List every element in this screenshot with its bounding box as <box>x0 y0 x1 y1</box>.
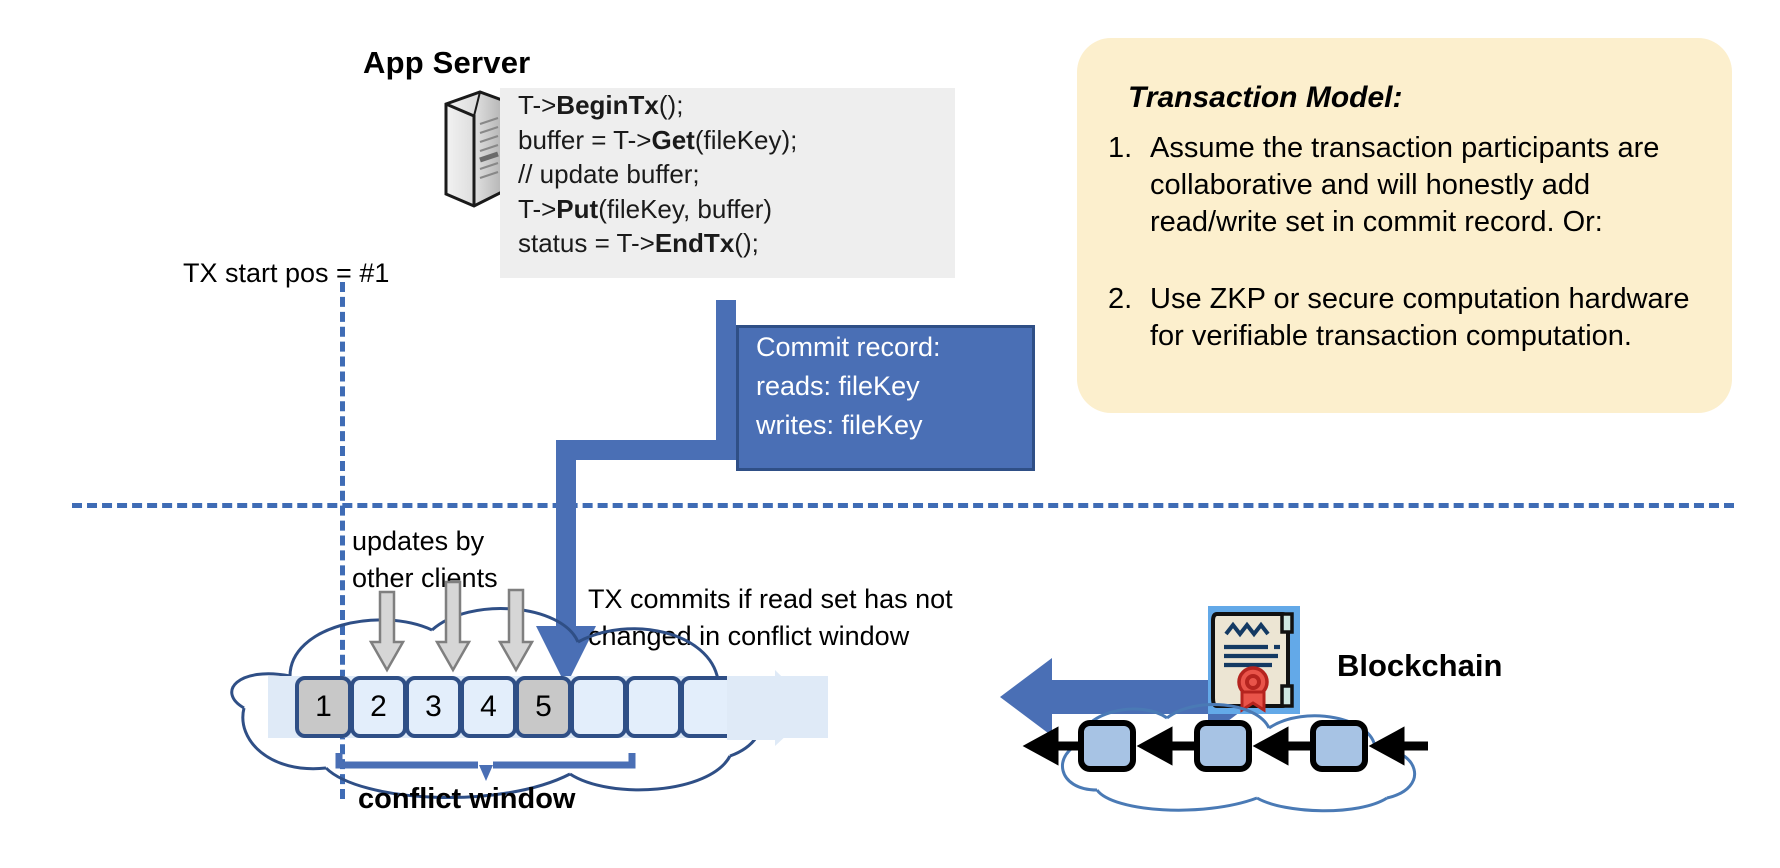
blockchain-link-arrows <box>1022 726 1428 766</box>
tx-commits-line2: changed in conflict window <box>588 621 910 651</box>
log-cell-5[interactable]: 5 <box>515 676 572 738</box>
conflict-window-label: conflict window <box>358 783 576 815</box>
server-tower-icon <box>440 90 506 208</box>
code-line-2: buffer = T->Get(fileKey); <box>518 124 798 155</box>
list-number: 1. <box>1108 132 1133 164</box>
updates-by-other-clients-label: updates by other clients <box>352 523 498 597</box>
update-arrow-3 <box>497 588 535 673</box>
commit-record-writes: writes: fileKey <box>756 410 923 440</box>
log-cell-6[interactable] <box>570 676 627 738</box>
blockchain-block-2[interactable] <box>1194 720 1252 772</box>
code-line-3: // update buffer; <box>518 159 700 189</box>
blockchain-block-list <box>1020 718 1440 778</box>
log-cell-1[interactable]: 1 <box>295 676 352 738</box>
transaction-model-item-2: 2. Use ZKP or secure computation hardwar… <box>1108 281 1718 355</box>
log-continues-arrow <box>727 670 815 746</box>
blockchain-block-1[interactable] <box>1078 720 1136 772</box>
tx-commits-caption: TX commits if read set has not changed i… <box>588 581 953 655</box>
layer-separator-dashed-line <box>72 503 1734 508</box>
sync-bidirectional-arrow <box>1000 654 1260 740</box>
code-block-background <box>500 88 955 278</box>
tx-start-dashed-line <box>340 282 345 799</box>
list-text: Assume the transaction participants are … <box>1150 132 1660 238</box>
log-cell-2[interactable]: 2 <box>350 676 407 738</box>
transaction-model-heading: Transaction Model: <box>1128 81 1403 114</box>
code-block: T->BeginTx(); buffer = T->Get(fileKey); … <box>518 88 958 261</box>
certificate-seal-icon <box>1208 606 1300 714</box>
transaction-model-item-1: 1. Assume the transaction participants a… <box>1108 130 1708 241</box>
transaction-model-note: Transaction Model: 1. Assume the transac… <box>1077 38 1732 413</box>
code-line-1: T->BeginTx(); <box>518 90 684 120</box>
tx-commits-line1: TX commits if read set has not <box>588 584 953 614</box>
log-cell-4[interactable]: 4 <box>460 676 517 738</box>
blockchain-title: Blockchain <box>1337 648 1503 683</box>
log-cell-list: 1 2 3 4 5 <box>295 670 855 746</box>
commit-record-reads: reads: fileKey <box>756 371 920 401</box>
code-line-5: status = T->EndTx(); <box>518 228 759 258</box>
blockchain-block-3[interactable] <box>1310 720 1368 772</box>
app-server-title: App Server <box>363 45 531 80</box>
list-text: Use ZKP or secure computation hardware f… <box>1150 283 1690 352</box>
updates-label-line2: other clients <box>352 563 498 593</box>
log-cell-7[interactable] <box>625 676 682 738</box>
update-arrow-2 <box>434 580 472 673</box>
update-arrow-1 <box>368 590 406 673</box>
log-cell-3[interactable]: 3 <box>405 676 462 738</box>
commit-record-text: Commit record: reads: fileKey writes: fi… <box>756 328 1036 445</box>
commit-record-box <box>736 325 1035 471</box>
code-line-4: T->Put(fileKey, buffer) <box>518 193 773 224</box>
commit-record-title: Commit record: <box>756 332 941 362</box>
conflict-window-brace <box>335 753 636 783</box>
list-number: 2. <box>1108 283 1133 315</box>
tx-start-pos-label: TX start pos = #1 <box>183 258 390 288</box>
updates-label-line1: updates by <box>352 526 485 556</box>
blockchain-cloud-outline <box>1043 694 1443 814</box>
